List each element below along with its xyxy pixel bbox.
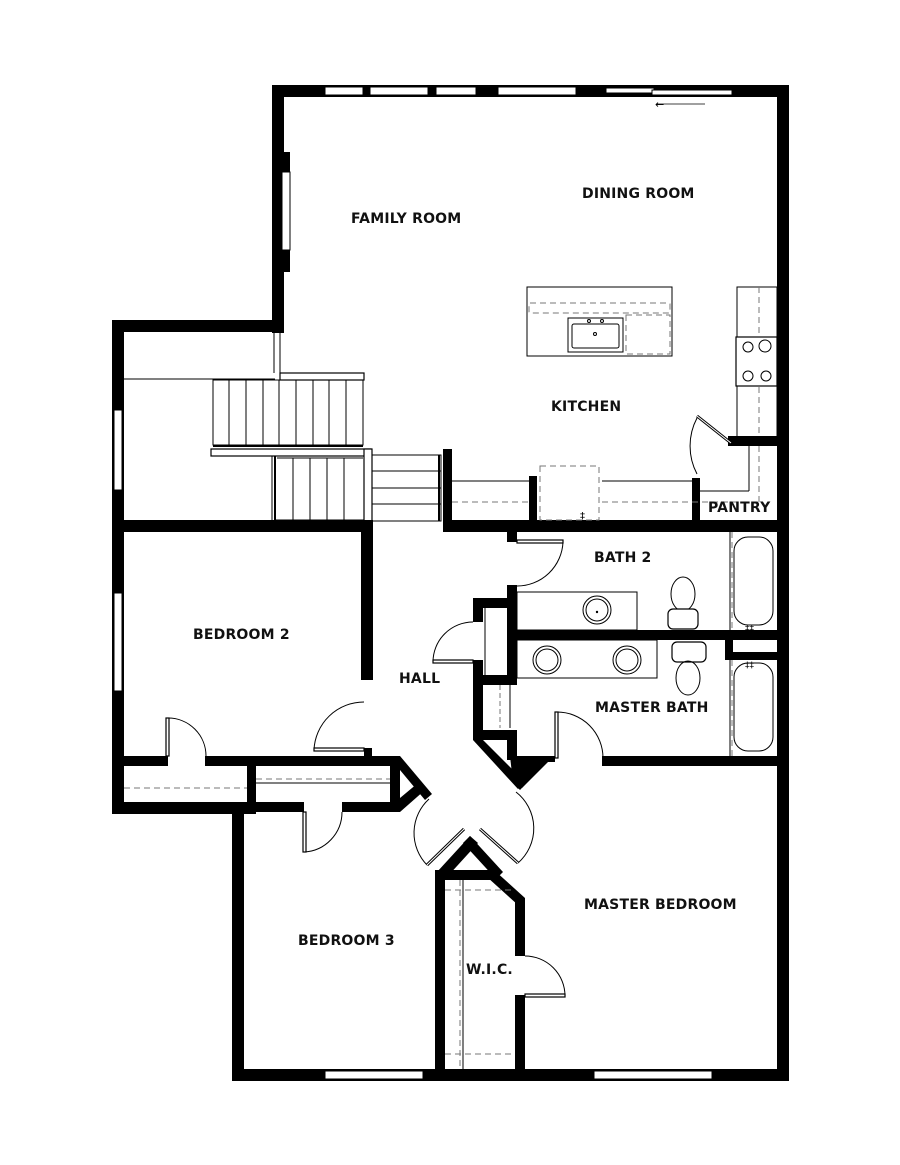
sliding-door-arrow-icon: ← [655,98,664,111]
room-label-bath-2: BATH 2 [594,550,652,566]
svg-text:‡‡: ‡‡ [745,661,755,671]
closet-shelves [124,778,515,1069]
bath-2-fixtures: ‡‡ [516,532,774,634]
room-label-bedroom-2: BEDROOM 2 [193,627,290,643]
room-label-master-bath: MASTER BATH [595,700,709,716]
exterior-walls [112,85,789,1081]
kitchen-fixtures: ‡ [452,286,778,522]
room-label-dining-room: DINING ROOM [582,186,695,202]
room-label-family-room: FAMILY ROOM [351,211,462,227]
room-label-kitchen: KITCHEN [551,399,622,415]
dishwasher-symbol-icon: ‡ [580,511,585,522]
windows: ← [113,86,733,1080]
staircase [124,332,442,522]
room-label-pantry: PANTRY [708,500,771,516]
room-label-bedroom-3: BEDROOM 3 [298,933,395,949]
room-label-master-bedroom: MASTER BEDROOM [584,897,737,913]
doors [165,414,732,998]
room-label-wic: W.I.C. [466,962,513,978]
master-bath-fixtures: ‡‡ [516,639,774,756]
interior-walls [112,436,789,1081]
svg-text:‡‡: ‡‡ [745,624,755,634]
room-label-hall: HALL [399,671,441,687]
